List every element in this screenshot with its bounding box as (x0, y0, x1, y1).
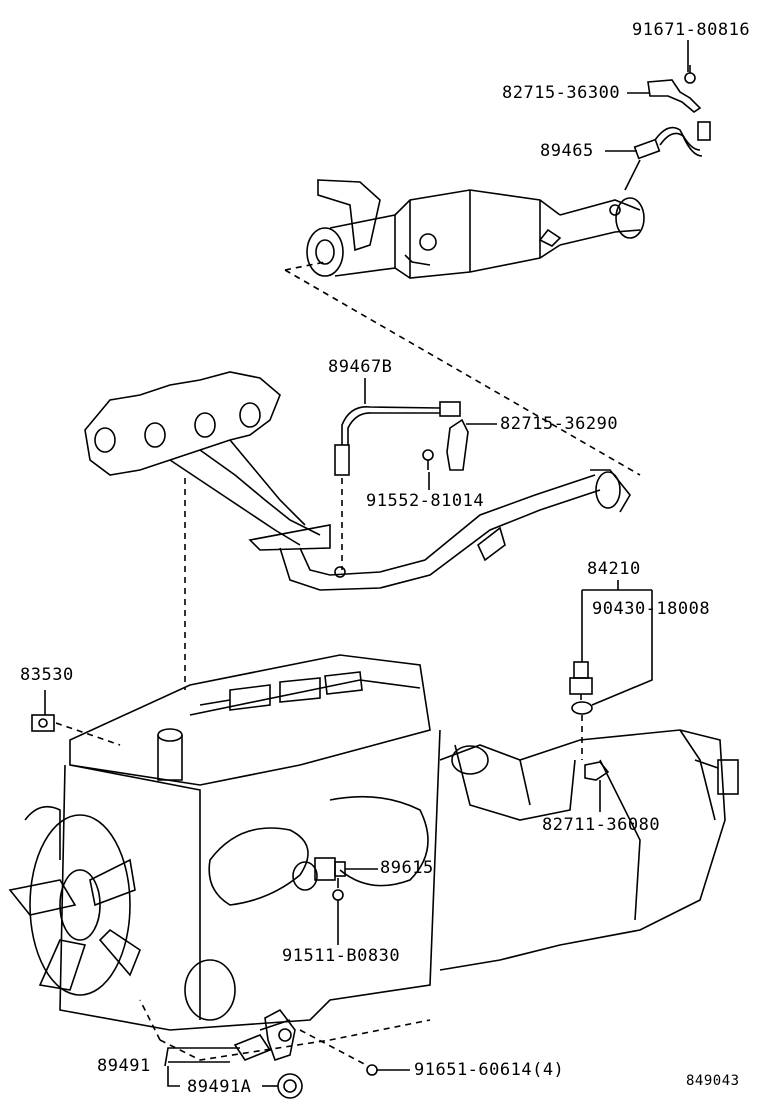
sensor-84210-drawing (569, 661, 610, 781)
label-89491a: 89491A (187, 1077, 252, 1097)
bracket-82715-36300-drawing (647, 65, 702, 113)
label-90430-18008: 90430-18008 (592, 599, 711, 619)
label-91651-60614: 91651-60614(4) (414, 1060, 565, 1080)
engine-drawing (8, 654, 739, 1061)
label-91671-80816: 91671-80816 (632, 20, 751, 40)
knock-sensor-89615-drawing (314, 857, 346, 901)
label-89467b: 89467B (328, 357, 393, 377)
diagram-id: 849043 (686, 1073, 740, 1089)
catalytic-converter-drawing (306, 179, 645, 279)
label-89491: 89491 (97, 1056, 151, 1076)
label-82715-36300: 82715-36300 (502, 83, 621, 103)
label-89465: 89465 (540, 141, 594, 161)
label-91511-b0830: 91511-B0830 (282, 946, 401, 966)
bracket-82715-36290-drawing (422, 418, 469, 471)
exhaust-manifold-drawing (84, 371, 631, 591)
oxygen-sensor-89467b-drawing (334, 401, 461, 570)
label-82715-36290: 82715-36290 (500, 414, 619, 434)
switch-83530-drawing (31, 714, 121, 746)
oxygen-sensor-89465-drawing (624, 121, 711, 191)
label-83530: 83530 (20, 665, 74, 685)
label-91552-81014: 91552-81014 (366, 491, 485, 511)
label-84210: 84210 (587, 559, 641, 579)
label-89615: 89615 (380, 858, 434, 878)
label-82711-36080: 82711-36080 (542, 815, 661, 835)
